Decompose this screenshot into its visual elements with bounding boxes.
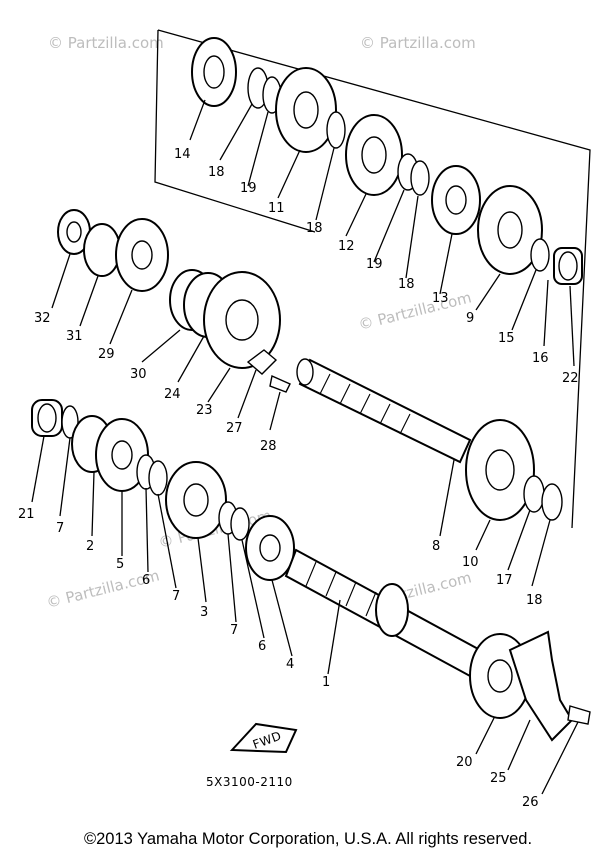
- callout-7: 7: [56, 521, 64, 536]
- callout-labels: 14 18 19 11 18 12 19 18 13 9 15 16 22 32…: [18, 147, 579, 810]
- copyright-notice: ©2013 Yamaha Motor Corporation, U.S.A. A…: [83, 830, 533, 848]
- callout-21: 21: [18, 507, 35, 522]
- callout-18: 18: [526, 593, 543, 608]
- callout-24: 24: [164, 387, 181, 402]
- callout-5: 5: [116, 557, 124, 572]
- callout-31: 31: [66, 329, 83, 344]
- callout-13: 13: [432, 291, 449, 306]
- main-axle-1: [284, 548, 591, 742]
- circlip-18: [541, 483, 563, 521]
- bearing-retainer-25: [508, 630, 574, 742]
- callout-1: 1: [322, 675, 330, 690]
- retainer-27: [246, 349, 278, 375]
- callout-30: 30: [130, 367, 147, 382]
- washer-7: [148, 460, 168, 496]
- callout-4: 4: [286, 657, 294, 672]
- callout-18: 18: [208, 165, 225, 180]
- leader-lines: [31, 99, 579, 795]
- callout-7: 7: [230, 623, 238, 638]
- callout-3: 3: [200, 605, 208, 620]
- watermark: © Partzilla.com: [357, 288, 474, 333]
- fwd-arrow-icon: FWD: [229, 722, 298, 754]
- callout-29: 29: [98, 347, 115, 362]
- callout-17: 17: [496, 573, 513, 588]
- callout-25: 25: [490, 771, 507, 786]
- callout-19: 19: [240, 181, 257, 196]
- watermark: © Partzilla.com: [48, 34, 164, 52]
- callout-6: 6: [258, 639, 266, 654]
- screw-28: [269, 375, 291, 393]
- callout-8: 8: [432, 539, 440, 554]
- callout-19: 19: [366, 257, 383, 272]
- callout-7: 7: [172, 589, 180, 604]
- callout-14: 14: [174, 147, 191, 162]
- callout-23: 23: [196, 403, 213, 418]
- callout-6: 6: [142, 573, 150, 588]
- callout-12: 12: [338, 239, 355, 254]
- callout-15: 15: [498, 331, 515, 346]
- circlip-18: [410, 160, 430, 196]
- sprocket-cluster: [57, 209, 291, 393]
- callout-10: 10: [462, 555, 479, 570]
- callout-26: 26: [522, 795, 539, 810]
- callout-28: 28: [260, 439, 277, 454]
- callout-9: 9: [466, 311, 474, 326]
- callout-11: 11: [268, 201, 285, 216]
- callout-20: 20: [456, 755, 473, 770]
- circlip-6: [230, 507, 250, 541]
- callout-18: 18: [306, 221, 323, 236]
- callout-27: 27: [226, 421, 243, 436]
- callout-22: 22: [562, 371, 579, 386]
- main-axle-gears: [31, 399, 295, 581]
- callout-18: 18: [398, 277, 415, 292]
- lock-washer-31: [83, 223, 121, 277]
- screw-26: [567, 705, 591, 725]
- drawing-code: 5X3100-2110: [206, 775, 293, 789]
- circlip-18: [326, 111, 346, 149]
- drive-axle-8: [296, 358, 563, 521]
- washer-15: [530, 238, 550, 272]
- callout-32: 32: [34, 311, 51, 326]
- callout-2: 2: [86, 539, 94, 554]
- washer-17: [523, 475, 545, 513]
- callout-16: 16: [532, 351, 549, 366]
- drive-axle-gears: [191, 37, 583, 285]
- watermark: © Partzilla.com: [360, 34, 476, 52]
